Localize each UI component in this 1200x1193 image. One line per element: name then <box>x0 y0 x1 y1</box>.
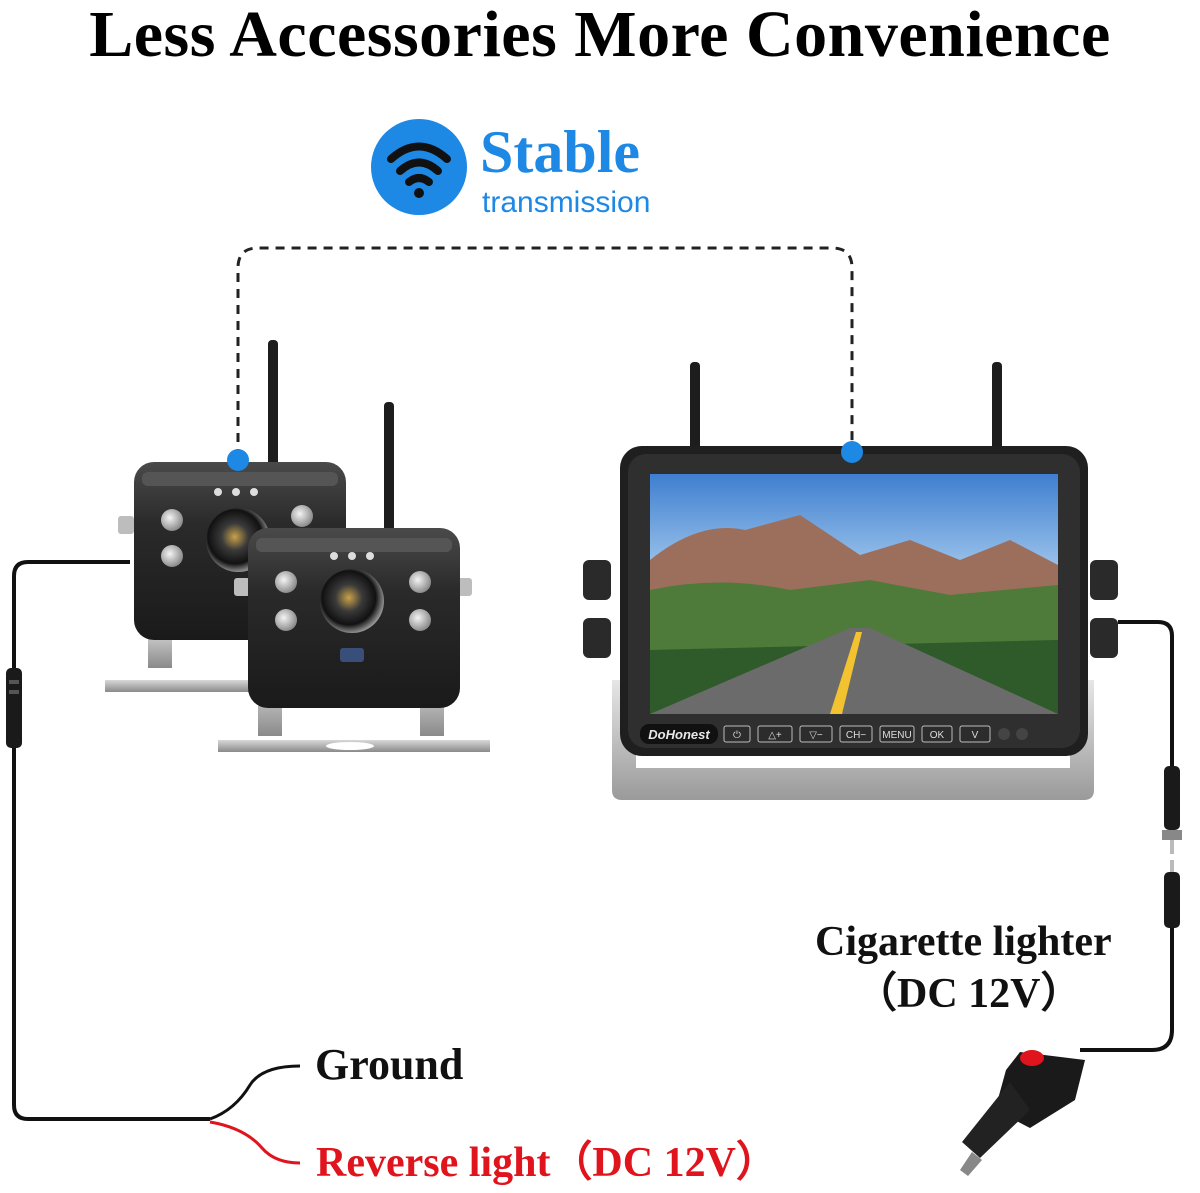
badge-subheading: transmission <box>482 186 651 219</box>
cable-connector <box>1164 766 1180 830</box>
monitor-button[interactable]: ▽− <box>799 725 833 743</box>
cable-connector <box>6 668 22 748</box>
monitor: DoHonest ⏻ △+ ▽− CH− MENU OK V <box>583 362 1118 800</box>
wifi-icon <box>371 119 467 215</box>
cigarette-lighter-label: Cigarette lighter <box>815 919 1112 965</box>
monitor-button[interactable]: OK <box>921 725 953 743</box>
monitor-button[interactable]: CH− <box>839 725 873 743</box>
monitor-button[interactable]: △+ <box>757 725 793 743</box>
wireless-link-dashed <box>236 246 854 458</box>
monitor-button-label: △+ <box>768 730 782 741</box>
monitor-button[interactable]: MENU <box>879 725 915 743</box>
monitor-button-row: ⏻ △+ ▽− CH− MENU OK V <box>723 725 991 743</box>
reverse-light-wire <box>209 1120 301 1165</box>
badge-heading: Stable <box>480 119 641 185</box>
monitor-button-label: ▽− <box>809 730 823 741</box>
monitor-brand-logo: DoHonest <box>648 727 710 742</box>
reverse-light-label: Reverse light（DC 12V） <box>316 1140 778 1186</box>
monitor-button-label: V <box>972 730 979 741</box>
monitor-power-cable <box>1118 620 1174 766</box>
monitor-link-dot <box>841 441 863 463</box>
cigarette-lighter-plug <box>960 1050 1085 1176</box>
ground-wire <box>209 1064 301 1121</box>
ground-label: Ground <box>315 1040 464 1089</box>
page-title: Less Accessories More Convenience <box>89 0 1111 71</box>
camera-power-cable <box>12 560 130 668</box>
monitor-button-label: MENU <box>882 730 911 741</box>
monitor-button-label: OK <box>930 730 945 741</box>
camera-link-dot <box>227 449 249 471</box>
camera-front <box>218 402 490 752</box>
monitor-button[interactable]: ⏻ <box>723 725 751 743</box>
monitor-button-label: CH− <box>846 730 866 741</box>
monitor-button-label: ⏻ <box>733 730 741 741</box>
cigarette-lighter-voltage-label: （DC 12V） <box>855 971 1083 1017</box>
monitor-button[interactable]: V <box>959 725 991 743</box>
